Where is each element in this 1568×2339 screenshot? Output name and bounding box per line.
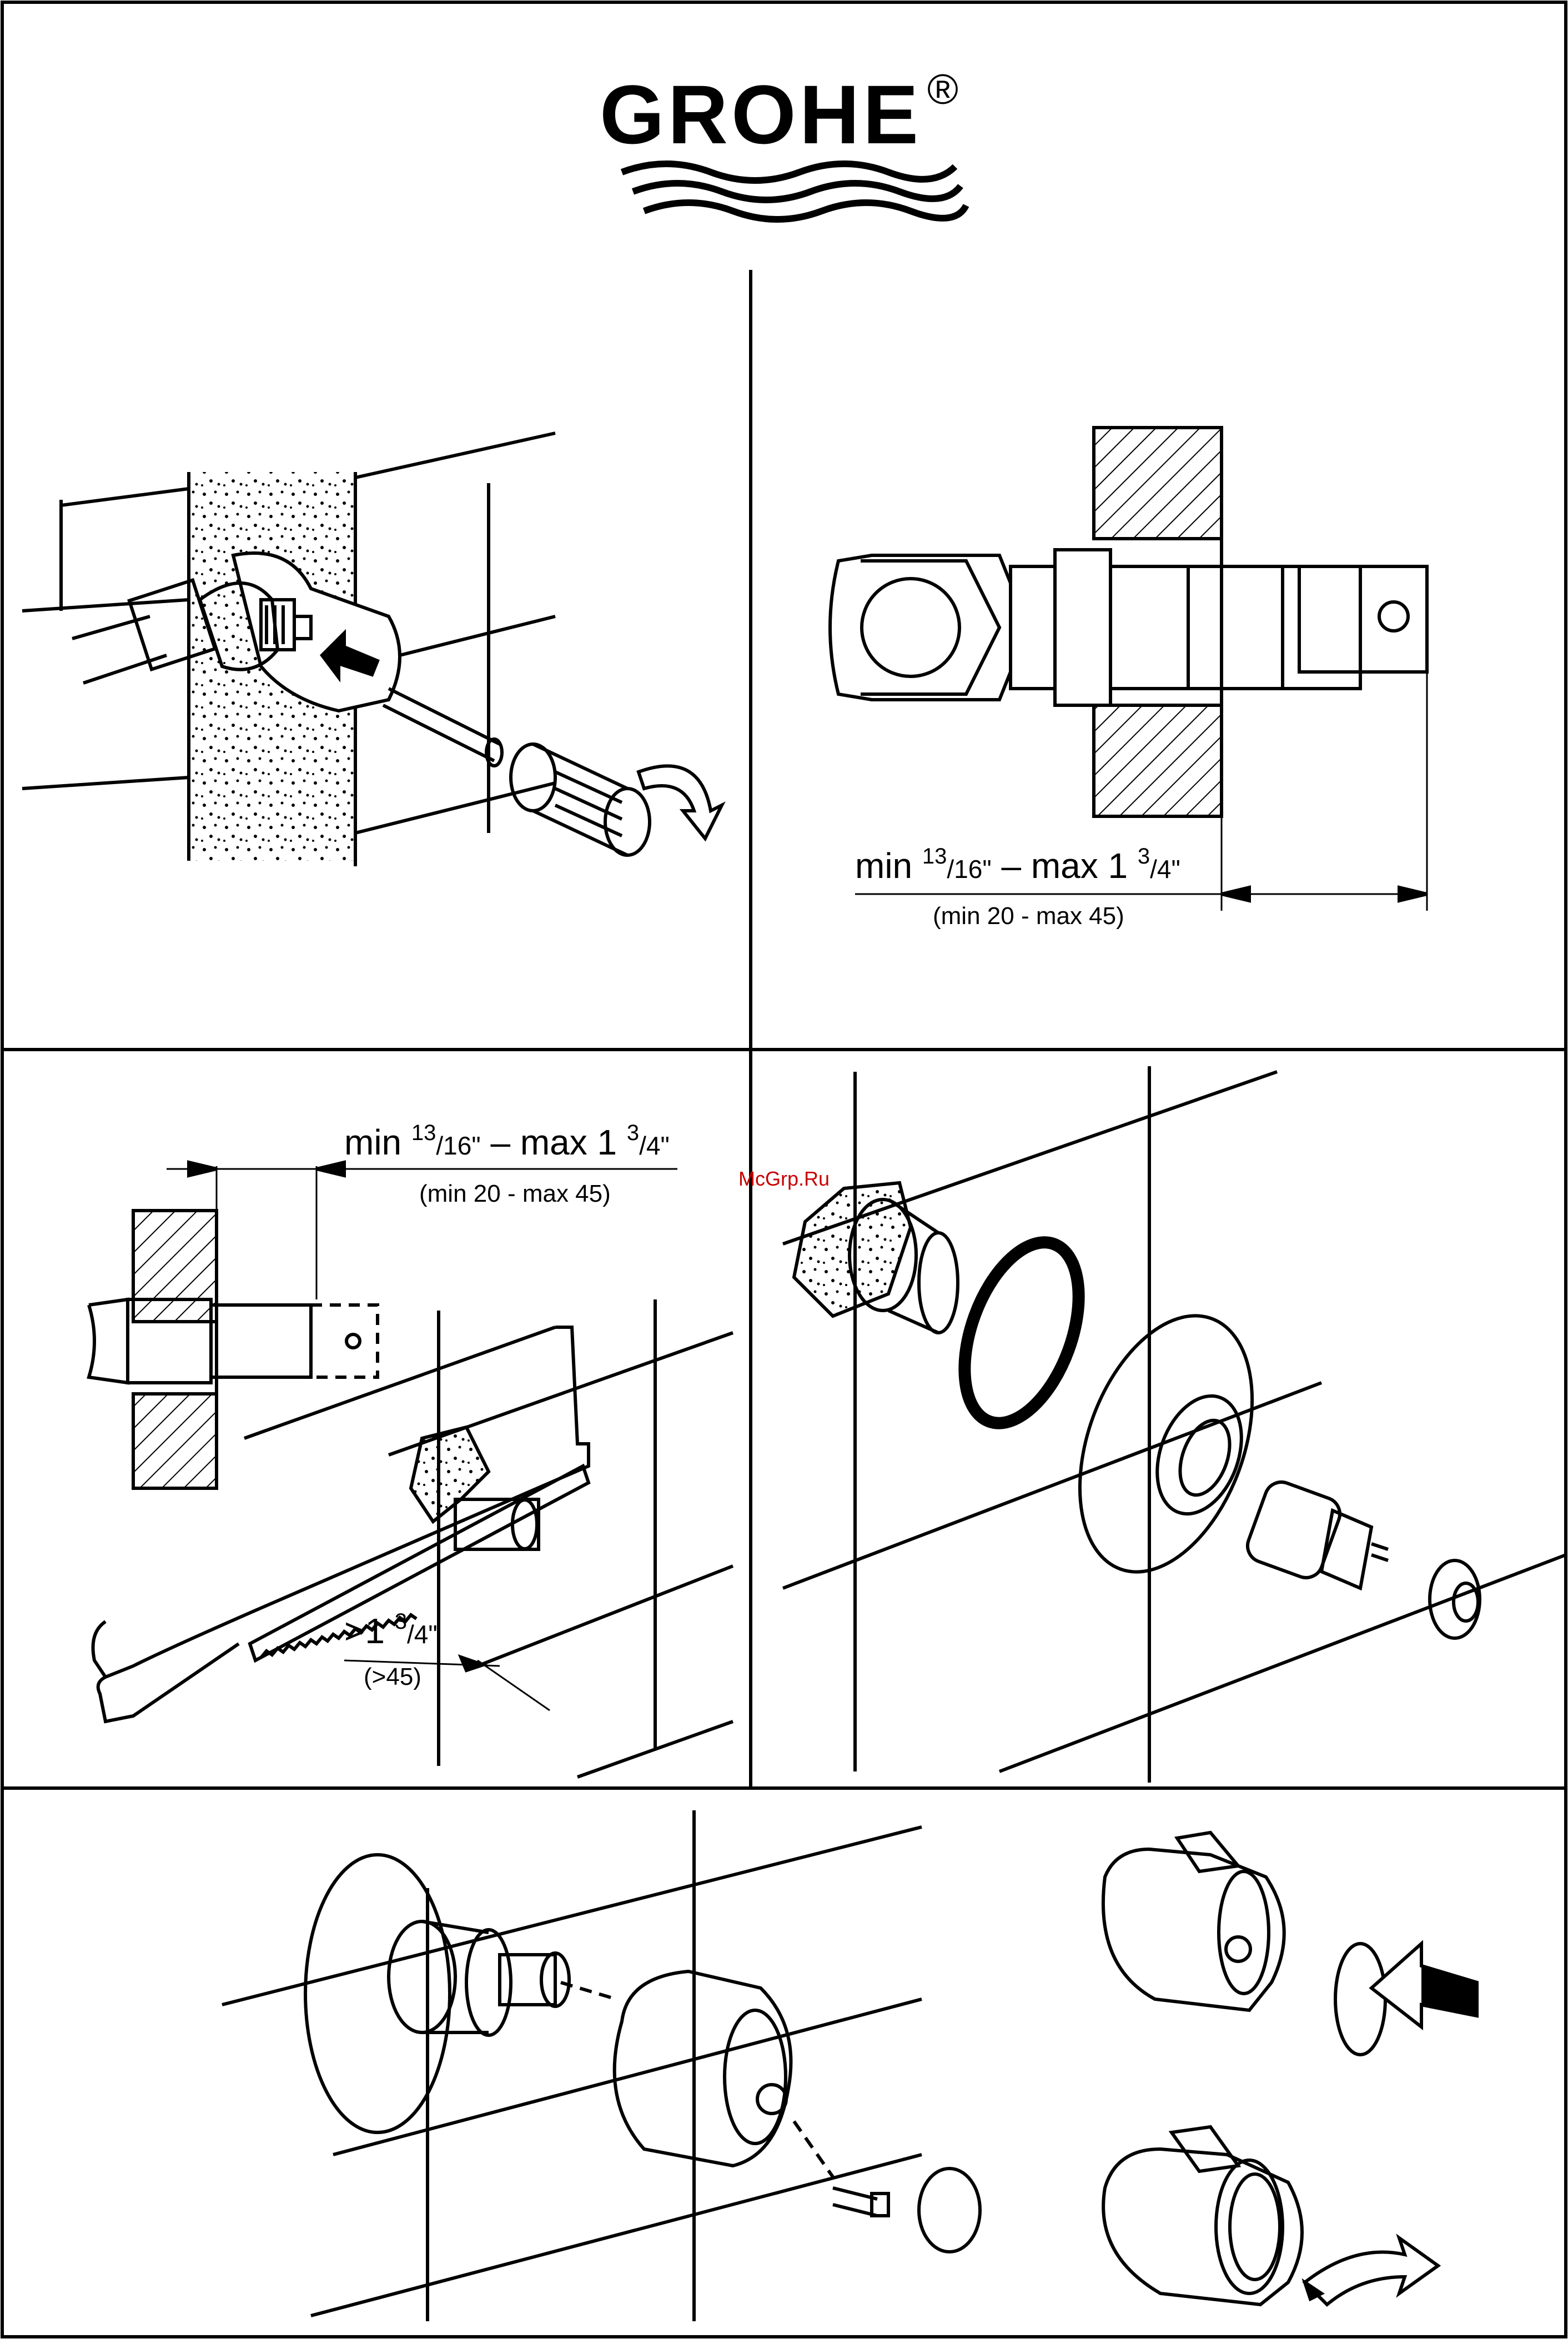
dim-mid-label: – max 1 — [481, 1122, 627, 1162]
dim-max-numerator: 3 — [627, 1121, 639, 1145]
panel-3-dimension-inch: min 13/16" – max 1 3/4" — [344, 1121, 670, 1163]
grohe-logo-text: GROHE — [600, 67, 922, 163]
panel-1-illustration — [22, 433, 722, 866]
dim-max-denominator: /4" — [1150, 855, 1180, 884]
registered-mark: ® — [927, 66, 958, 114]
cut-numerator: 3 — [395, 1609, 407, 1634]
grohe-waves-logo — [622, 164, 966, 219]
dim-min-denominator: /16" — [947, 855, 991, 884]
dim-min-label: min — [855, 846, 922, 886]
dim-min-numerator: 13 — [922, 844, 947, 869]
panel-2-illustration — [830, 428, 1427, 911]
cut-gt-label: >1 — [344, 1611, 395, 1651]
panel-3-cut-dimension-mm: (>45) — [364, 1663, 421, 1691]
panel-2-dimension-mm: (min 20 - max 45) — [933, 902, 1124, 930]
panel-4-illustration — [783, 1066, 1566, 1783]
panel-3-dimension-mm: (min 20 - max 45) — [419, 1180, 611, 1208]
dim-mid-label: – max 1 — [992, 846, 1138, 886]
panel-3-cut-dimension-inch: >1 3/4" — [344, 1609, 438, 1652]
cut-denominator: /4" — [407, 1620, 438, 1649]
dim-min-denominator: /16" — [436, 1131, 480, 1160]
dim-min-label: min — [344, 1122, 411, 1162]
panel-5-illustration — [222, 1810, 980, 2321]
dim-max-denominator: /4" — [639, 1131, 670, 1160]
panel-5-cap-illustration — [1103, 1833, 1477, 2305]
panel-2-dimension-inch: min 13/16" – max 1 3/4" — [855, 844, 1180, 886]
dim-min-numerator: 13 — [411, 1121, 436, 1145]
dim-max-numerator: 3 — [1138, 844, 1150, 869]
watermark: McGrp.Ru — [738, 1167, 830, 1191]
